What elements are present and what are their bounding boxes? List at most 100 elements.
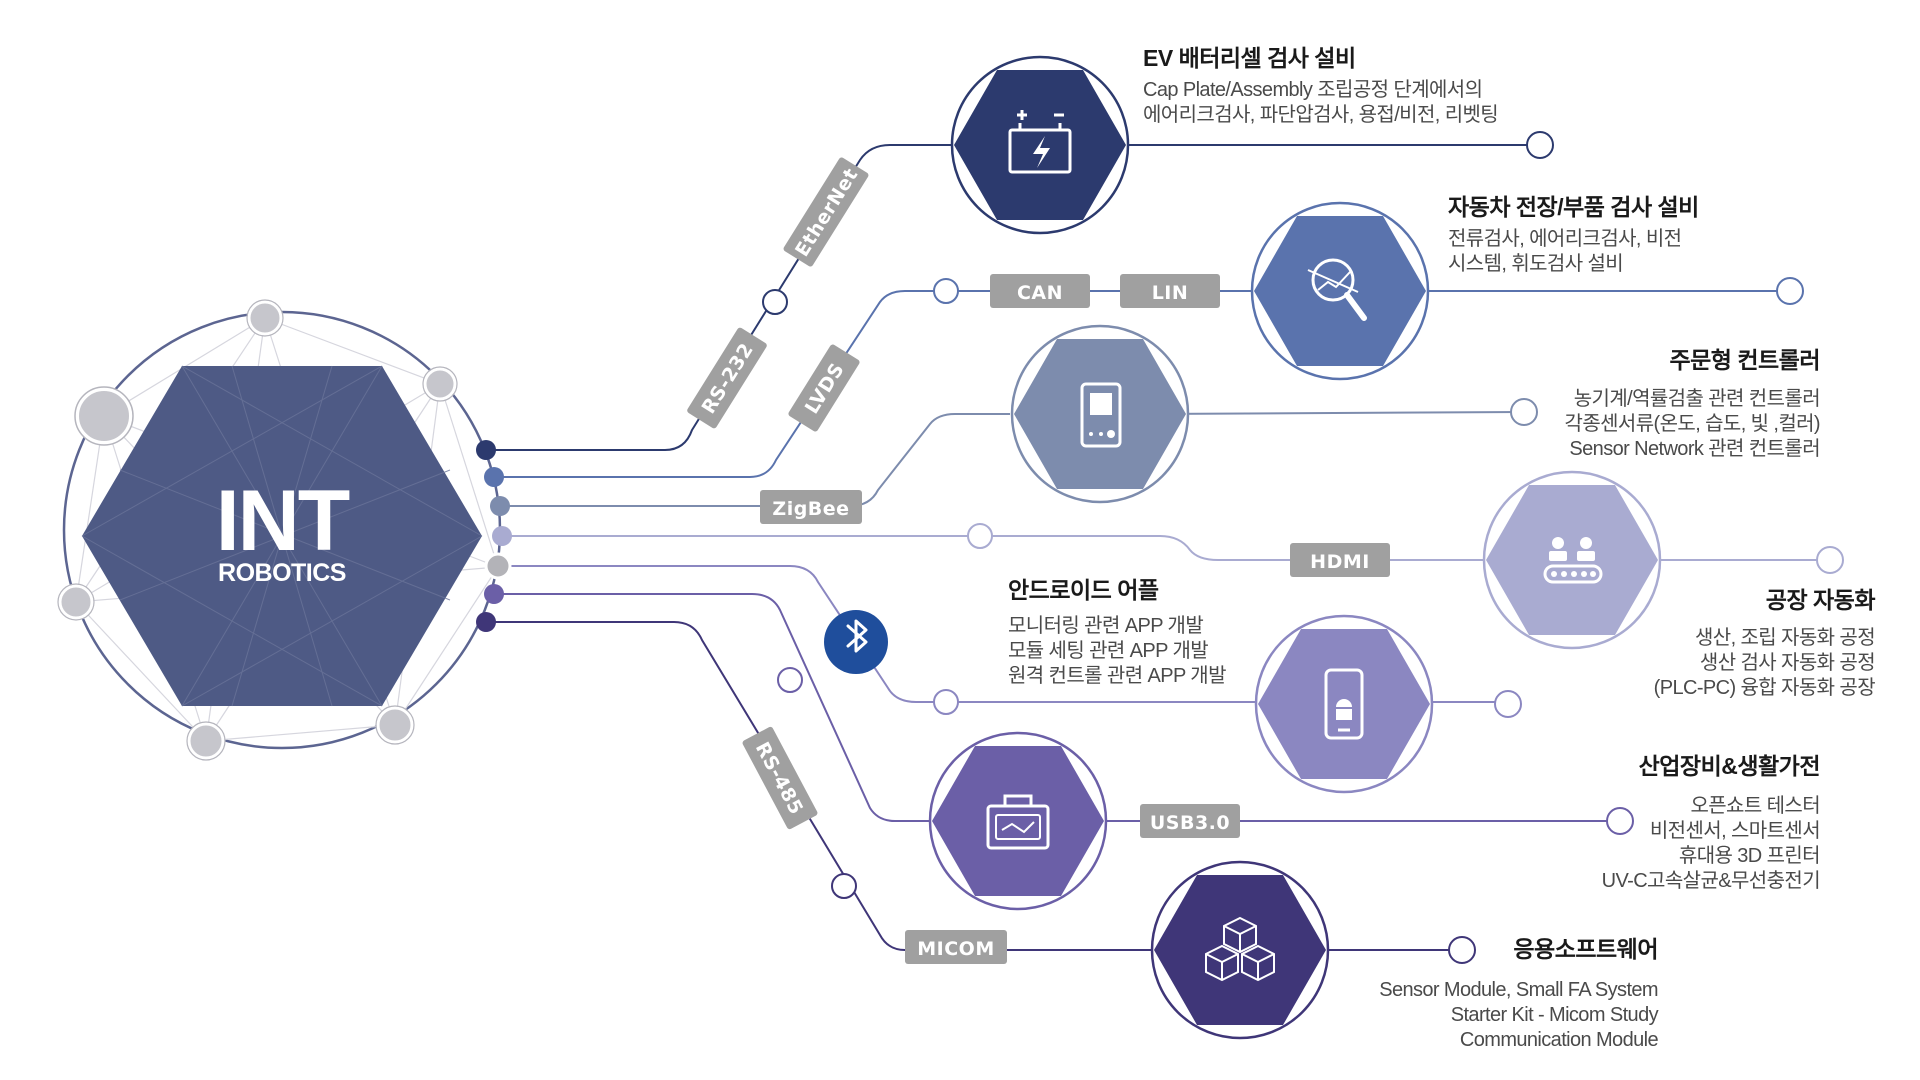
- ev-title: EV 배터리셀 검사 설비: [1143, 45, 1356, 71]
- svg-text:HDMI: HDMI: [1310, 551, 1370, 573]
- text-factory: 공장 자동화 생산, 조립 자동화 공정 생산 검사 자동화 공정 (PLC-P…: [1654, 587, 1876, 699]
- center-network: INT ROBOTICS: [57, 299, 502, 761]
- svg-text:MICOM: MICOM: [917, 938, 994, 960]
- factory-line-1: 생산, 조립 자동화 공정: [1695, 626, 1875, 649]
- junction-circle: [967, 523, 993, 549]
- text-software: 응용소프트웨어 Sensor Module, Small FA System S…: [1379, 936, 1659, 1051]
- brand-main: INT: [216, 473, 350, 569]
- svg-text:CAN: CAN: [1017, 282, 1063, 304]
- svg-text:USB3.0: USB3.0: [1150, 812, 1230, 834]
- junction-circle: [933, 278, 959, 304]
- android-line-3: 원격 컨트롤 관련 APP 개발: [1008, 664, 1226, 687]
- toolbox-icon: [986, 794, 1050, 850]
- industrial-line-1: 오픈쇼트 테스터: [1690, 794, 1820, 817]
- software-line-3: Communication Module: [1460, 1029, 1659, 1051]
- endpoint-circle: [1494, 690, 1522, 718]
- junction-circle: [933, 689, 959, 715]
- cubes-icon: [1205, 916, 1275, 982]
- factory-title: 공장 자동화: [1766, 587, 1876, 613]
- connector-dot: [484, 467, 504, 487]
- industrial-connection: [494, 593, 1620, 822]
- ev-line-2: 에어리크검사, 파단압검사, 용접/비전, 리벳팅: [1143, 103, 1498, 126]
- node-ev: [950, 55, 1130, 235]
- conveyor-icon: [1543, 537, 1603, 584]
- connector-dot: [492, 526, 512, 546]
- junction-circle: [762, 289, 788, 315]
- software-title: 응용소프트웨어: [1513, 936, 1658, 962]
- network-node: [423, 367, 457, 401]
- network-node: [247, 300, 283, 336]
- tag-usb: USB3.0: [1140, 804, 1240, 838]
- tag-micom: MICOM: [905, 930, 1007, 964]
- software-line-2: Starter Kit - Micom Study: [1451, 1004, 1659, 1026]
- battery-icon: [1008, 110, 1072, 174]
- ctrl-line-2: 각종센서류(온도, 습도, 빛 ,컬러): [1565, 412, 1820, 435]
- ctrl-line-3: Sensor Network 관련 컨트롤러: [1569, 437, 1820, 460]
- node-android: [1254, 614, 1434, 794]
- endpoint-circle: [1776, 277, 1804, 305]
- junction-circle: [831, 873, 857, 899]
- endpoint-circle: [1526, 131, 1554, 159]
- endpoint-circle: [1816, 546, 1844, 574]
- software-line-1: Sensor Module, Small FA System: [1379, 979, 1658, 1001]
- network-node-large: [75, 387, 133, 445]
- tag-zigbee: ZigBee: [760, 490, 862, 524]
- android-phone-icon: [1324, 668, 1364, 740]
- ev-line-1: Cap Plate/Assembly 조립공정 단계에서의: [1143, 78, 1482, 101]
- magnifier-icon: [1307, 258, 1367, 321]
- node-software: [1150, 860, 1330, 1040]
- node-industrial: [928, 731, 1108, 911]
- text-auto: 자동차 전장/부품 검사 설비 전류검사, 에어리크검사, 비전 시스템, 휘도…: [1448, 194, 1699, 275]
- connector-dot: [476, 612, 496, 632]
- network-node: [58, 584, 94, 620]
- tag-lin: LIN: [1120, 274, 1220, 308]
- industrial-title: 산업장비&생활가전: [1639, 753, 1820, 779]
- tag-rs232: RS-232: [687, 327, 767, 429]
- auto-line-2: 시스템, 휘도검사 설비: [1448, 252, 1623, 275]
- text-android: 안드로이드 어플 모니터링 관련 APP 개발 모듈 세팅 관련 APP 개발 …: [1008, 577, 1227, 687]
- android-title: 안드로이드 어플: [1008, 577, 1159, 603]
- android-line-1: 모니터링 관련 APP 개발: [1008, 614, 1203, 637]
- tag-ethernet: EtherNet: [783, 157, 869, 267]
- brand-sub: ROBOTICS: [218, 559, 346, 587]
- auto-line-1: 전류검사, 에어리크검사, 비전: [1448, 227, 1681, 250]
- endpoint-circle: [1606, 807, 1634, 835]
- auto-title: 자동차 전장/부품 검사 설비: [1448, 194, 1699, 220]
- controller-icon: [1080, 382, 1122, 448]
- connector-dot: [476, 440, 496, 460]
- tag-rs485: RS-485: [742, 726, 818, 830]
- industrial-line-4: UV-C고속살균&무선충전기: [1602, 869, 1820, 892]
- node-factory: [1482, 470, 1662, 650]
- tag-hdmi: HDMI: [1290, 543, 1390, 577]
- bluetooth-badge: [824, 610, 888, 674]
- center-connectors: [476, 440, 512, 632]
- endpoint-circle: [1448, 936, 1476, 964]
- text-ctrl: 주문형 컨트롤러 농기계/역률검출 관련 컨트롤러 각종센서류(온도, 습도, …: [1565, 347, 1821, 460]
- node-auto: [1250, 201, 1430, 381]
- factory-line-2: 생산 검사 자동화 공정: [1700, 651, 1875, 674]
- node-ctrl: [1010, 324, 1190, 504]
- tag-lvds: LVDS: [788, 344, 860, 432]
- connector-dot: [484, 552, 512, 580]
- factory-line-3: (PLC-PC) 융합 자동화 공장: [1654, 676, 1876, 699]
- ctrl-line-1: 농기계/역률검출 관련 컨트롤러: [1574, 387, 1820, 410]
- svg-text:ZigBee: ZigBee: [772, 498, 849, 520]
- endpoint-circle: [1510, 398, 1538, 426]
- connector-dot: [490, 496, 510, 516]
- connector-dot: [484, 584, 504, 604]
- factory-connection: [502, 535, 1830, 561]
- industrial-line-3: 휴대용 3D 프린터: [1679, 844, 1820, 867]
- text-industrial: 산업장비&생활가전 오픈쇼트 테스터 비전센서, 스마트센서 휴대용 3D 프린…: [1602, 753, 1821, 892]
- tag-can: CAN: [990, 274, 1090, 308]
- junction-circle: [777, 667, 803, 693]
- industrial-line-2: 비전센서, 스마트센서: [1650, 819, 1820, 842]
- network-node: [187, 722, 225, 760]
- android-line-2: 모듈 세팅 관련 APP 개발: [1008, 639, 1208, 662]
- svg-text:LIN: LIN: [1152, 282, 1189, 304]
- ctrl-title: 주문형 컨트롤러: [1669, 347, 1820, 373]
- center-hexagon-mesh: [81, 365, 483, 707]
- junction-nodes: [762, 131, 1844, 964]
- network-node: [376, 706, 414, 744]
